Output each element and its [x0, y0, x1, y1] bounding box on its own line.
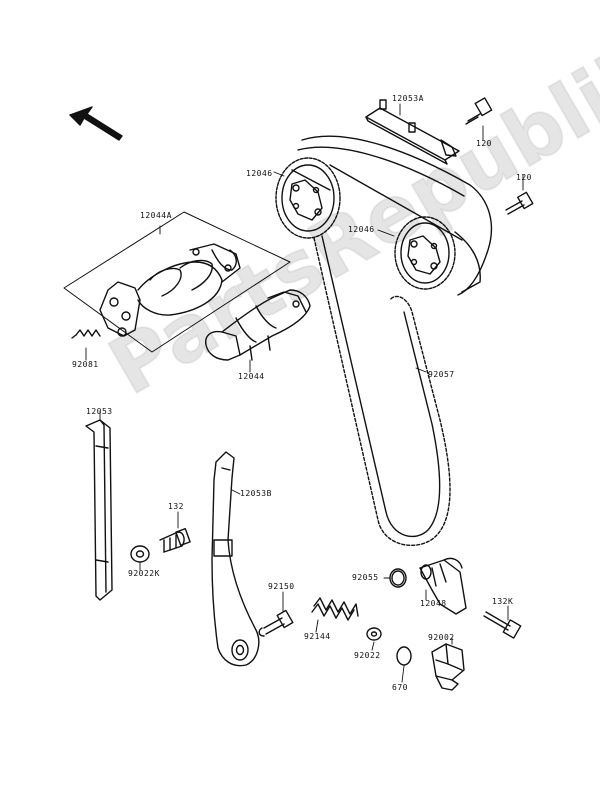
camshaft-12044A-box[interactable] [63, 211, 291, 353]
plug-92002[interactable] [431, 643, 465, 691]
label-92144: 92144 [304, 632, 331, 641]
label-670: 670 [392, 683, 408, 692]
label-92022: 92022 [354, 651, 381, 660]
bolt-132[interactable] [159, 528, 191, 553]
label-92057: 92057 [428, 370, 455, 379]
label-12046-left: 12046 [246, 169, 273, 178]
label-92150: 92150 [268, 582, 295, 591]
label-12053: 12053 [86, 407, 113, 416]
bolt-92150[interactable] [258, 609, 294, 637]
chain-guide-12053[interactable] [85, 419, 113, 601]
label-12053A: 12053A [392, 94, 424, 103]
spring-92144[interactable] [311, 597, 359, 621]
tensioner-guide-12053B[interactable] [211, 451, 260, 667]
bolt-120-right[interactable] [505, 191, 534, 215]
camshaft-12044[interactable] [205, 289, 311, 361]
cam-chain-92057[interactable] [313, 235, 451, 547]
label-12044A: 12044A [140, 211, 172, 220]
label-120-right: 120 [516, 173, 532, 182]
spring-92081[interactable] [71, 329, 101, 339]
bolt-120-top[interactable] [465, 97, 493, 125]
leader-lines [85, 103, 524, 683]
label-92002: 92002 [428, 633, 455, 642]
sprocket-12046-left[interactable] [275, 157, 341, 239]
label-12048: 12048 [420, 599, 447, 608]
bolt-132K[interactable] [483, 611, 522, 639]
cam-chain-upper[interactable] [291, 135, 493, 296]
oring-670[interactable] [396, 646, 412, 666]
label-92055: 92055 [352, 573, 379, 582]
direction-arrow-icon [69, 106, 123, 141]
label-132: 132 [168, 502, 184, 511]
tensioner-12048[interactable] [419, 557, 467, 615]
part-12053A[interactable] [365, 99, 460, 165]
label-92022K: 92022K [128, 569, 160, 578]
label-12046-right: 12046 [348, 225, 375, 234]
label-120-top: 120 [476, 139, 492, 148]
label-12053B: 12053B [240, 489, 272, 498]
oring-92055[interactable] [389, 568, 407, 588]
label-12044: 12044 [238, 372, 265, 381]
washer-92022[interactable] [366, 627, 382, 641]
label-132K: 132K [492, 597, 514, 606]
sprocket-12046-right[interactable] [394, 216, 481, 293]
label-92081: 92081 [72, 360, 99, 369]
washer-92022K[interactable] [130, 545, 150, 563]
